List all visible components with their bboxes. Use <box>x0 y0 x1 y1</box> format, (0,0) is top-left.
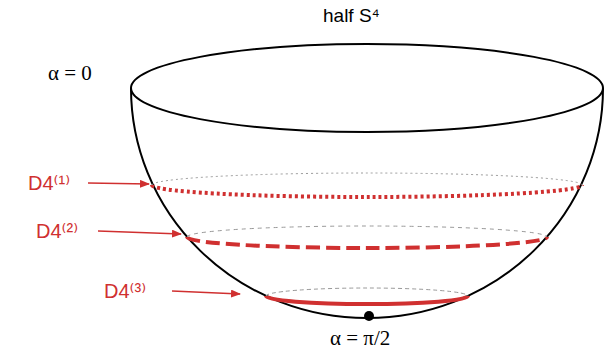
ring-back <box>152 173 582 185</box>
pole-dot <box>364 311 374 321</box>
brane-label: D4⁽³⁾ <box>104 280 146 302</box>
leader-arrow <box>88 183 149 184</box>
leader-arrow <box>98 231 181 234</box>
d4-ring-1 <box>152 185 582 197</box>
brane-label: D4⁽¹⁾ <box>28 172 70 194</box>
rim-ellipse <box>131 44 603 132</box>
ring-back <box>187 226 547 237</box>
d4-ring-2 <box>187 237 547 248</box>
angle-label: α = 0 <box>48 62 92 85</box>
brane-label: D4⁽²⁾ <box>36 220 78 242</box>
sphere-label: half S⁴ <box>323 6 380 27</box>
ring-back <box>266 288 468 296</box>
angle-label: α = π/2 <box>330 327 390 350</box>
leader-arrow <box>172 291 240 294</box>
d4-ring-3 <box>266 296 468 304</box>
bowl-outline <box>131 88 603 318</box>
